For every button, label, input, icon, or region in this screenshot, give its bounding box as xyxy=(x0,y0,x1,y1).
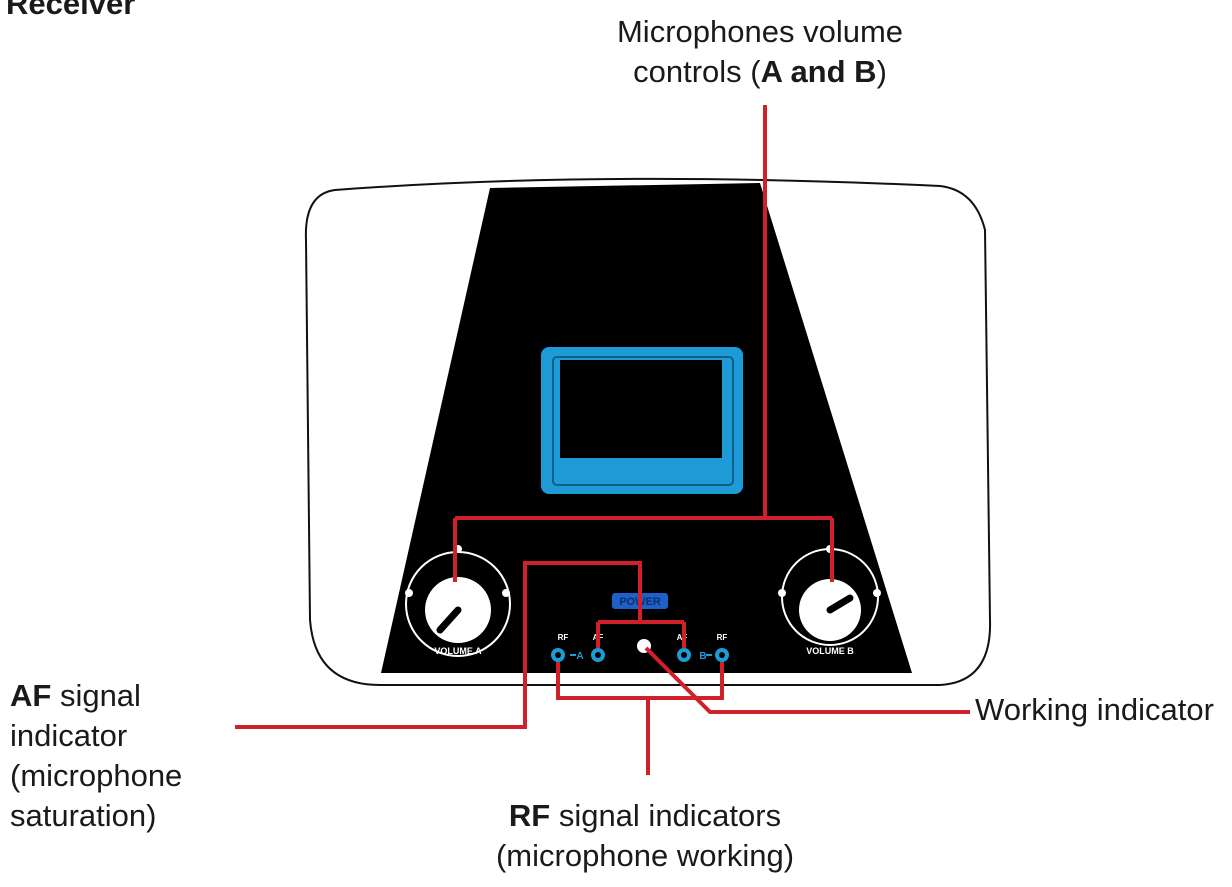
callout-line-volume xyxy=(453,105,834,582)
label-rf-line1: RF signal indicators xyxy=(480,796,810,836)
callout-line-af xyxy=(235,561,686,729)
rf-indicator-b xyxy=(715,648,729,662)
rf-right-label: RF xyxy=(717,633,728,642)
label-af-line4: saturation) xyxy=(10,798,157,833)
label-rf-signal: RF signal indicators (microphone working… xyxy=(480,796,810,876)
af-indicator-b xyxy=(677,648,691,662)
label-mic-volume: Microphones volume controls (A and B) xyxy=(600,12,920,92)
label-af-line3: (microphone xyxy=(10,758,183,793)
af-indicator-a xyxy=(591,648,605,662)
diagram-title: Receiver xyxy=(6,0,136,21)
channel-a-label: A xyxy=(576,651,583,662)
label-mic-volume-line2: controls (A and B) xyxy=(600,52,920,92)
label-rf-rest: signal indicators xyxy=(550,798,782,833)
label-rf-line2: (microphone working) xyxy=(495,838,795,873)
label-mic-volume-bold: A and B xyxy=(760,54,877,89)
rf-indicator-a xyxy=(551,648,565,662)
callout-line-working xyxy=(644,646,970,714)
label-af-line1: AF signal xyxy=(10,676,182,716)
callout-line-rf xyxy=(556,662,724,775)
label-mic-volume-suffix: ) xyxy=(876,54,887,89)
label-af-rest: signal xyxy=(51,678,141,713)
label-af-signal: AF signal indicator (microphone saturati… xyxy=(10,676,182,836)
volume-b-label: VOLUME B xyxy=(806,646,854,656)
display-screen xyxy=(541,347,743,494)
volume-a-label: VOLUME A xyxy=(434,646,482,656)
label-af-bold: AF xyxy=(10,678,52,713)
label-rf-bold: RF xyxy=(508,798,551,833)
label-working-indicator: Working indicator xyxy=(975,692,1214,727)
label-af-line2: indicator xyxy=(10,718,128,753)
rf-left-label: RF xyxy=(558,633,569,642)
channel-b-label: B xyxy=(699,651,706,662)
label-mic-volume-line1: Microphones volume xyxy=(616,14,904,49)
volume-a-knob[interactable] xyxy=(405,545,511,657)
label-mic-volume-prefix: controls ( xyxy=(633,54,761,89)
